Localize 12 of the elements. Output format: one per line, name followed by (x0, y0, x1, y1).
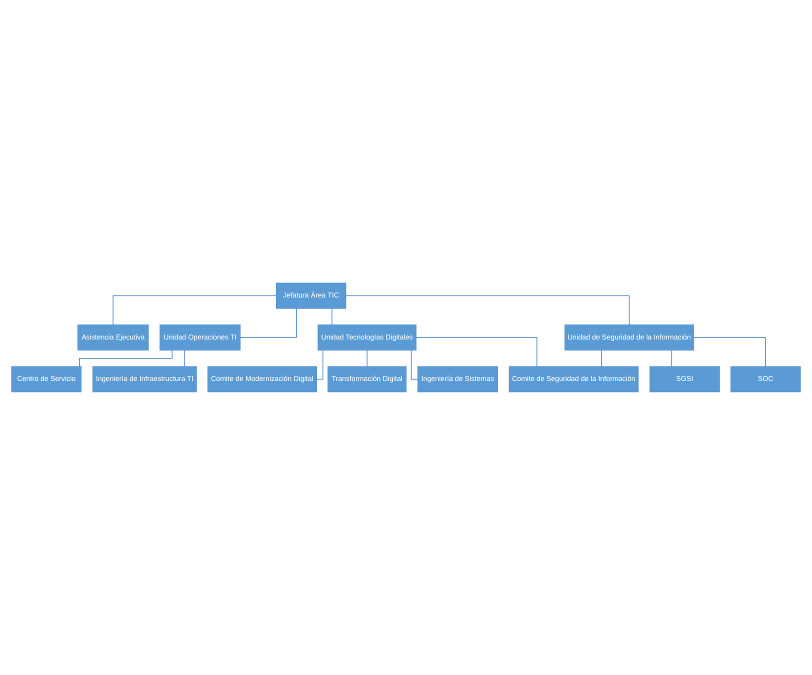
connector (671, 350, 672, 367)
connector (410, 350, 418, 380)
connector (693, 337, 766, 367)
connector (316, 350, 324, 380)
connector (346, 295, 630, 326)
connector (112, 295, 276, 326)
connector (416, 337, 538, 367)
connector (79, 350, 172, 367)
connector (366, 350, 368, 367)
connector (601, 350, 602, 367)
connector (184, 350, 185, 367)
connector (240, 308, 297, 338)
